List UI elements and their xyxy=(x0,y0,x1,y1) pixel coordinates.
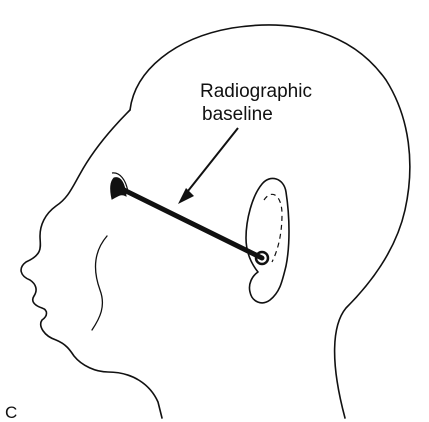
panel-letter: C xyxy=(5,403,17,422)
cheek-line xyxy=(92,236,107,330)
callout-label-line1: Radiographic xyxy=(200,81,312,102)
ear-inner-dashed xyxy=(264,194,282,262)
callout-label-line2: baseline xyxy=(202,104,273,125)
ear-outline xyxy=(246,178,289,302)
callout-arrow-shaft xyxy=(184,128,238,196)
radiographic-baseline-line xyxy=(124,190,262,258)
callout-arrowhead xyxy=(178,188,194,204)
face-profile xyxy=(21,110,162,418)
